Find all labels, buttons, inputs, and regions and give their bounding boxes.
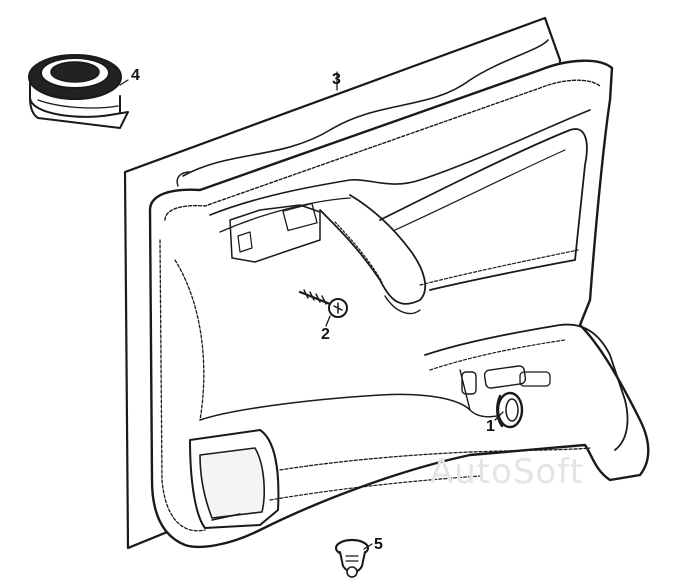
callout-2: 2 [321, 326, 330, 343]
trim-clip [334, 538, 370, 578]
callout-3: 3 [332, 71, 341, 88]
callout-4: 4 [131, 67, 140, 84]
leader-lines [119, 71, 504, 550]
callout-1: 1 [486, 418, 495, 435]
handle-insert [496, 391, 524, 429]
watermark: AutoSoft [430, 452, 585, 492]
callout-5: 5 [374, 536, 383, 553]
screw [298, 289, 348, 318]
door-trim-panel [148, 59, 650, 549]
sealing-tape-roll [28, 54, 129, 129]
